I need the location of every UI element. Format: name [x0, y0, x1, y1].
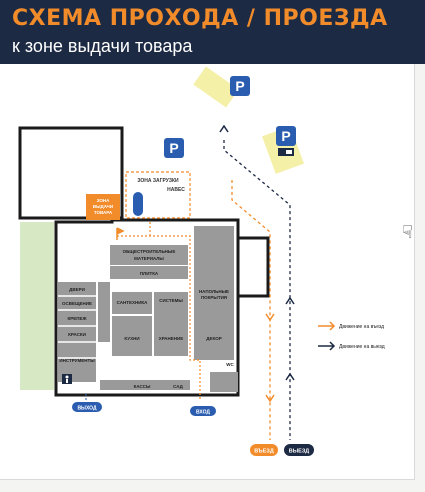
road-navy-arrow2 [285, 372, 295, 381]
loading-zone [125, 171, 191, 219]
label-paint: КРАСКИ [68, 332, 86, 337]
label-decor: ДЕКОР [206, 336, 221, 341]
road-orange [231, 180, 271, 440]
dept-block-left-col [58, 282, 96, 382]
exit-road-pill [284, 444, 314, 456]
walk-path [117, 220, 201, 400]
label-lighting: ОСВЕЩЕНИЕ [62, 301, 92, 306]
flag-icon [116, 227, 125, 240]
label-storage-small: ХРАНЕНИЕ [159, 336, 184, 341]
dept-block-narrow2 [104, 282, 110, 342]
building-annex [238, 236, 270, 298]
page-title: СХЕМА ПРОХОДА / ПРОЕЗДА [12, 6, 388, 31]
entrance-pill-label: ВХОД [196, 410, 210, 416]
label-wc: WC [226, 362, 234, 367]
entrance-pill [190, 406, 216, 416]
parking-icon: P [276, 126, 296, 146]
canopy-label: НАВЕС [167, 187, 185, 193]
label-kitchens: КУХНИ [124, 336, 139, 341]
dept-block-storage [154, 292, 188, 356]
road-navy-arrow1 [285, 296, 295, 305]
dept-block-kitchens [112, 316, 152, 356]
svg-text:P: P [281, 128, 290, 144]
legend-navy-label: Движение на выезд [339, 344, 385, 350]
label-plumbing: САНТЕХНИКА [117, 300, 149, 305]
truck-icon [278, 148, 294, 156]
dept-block-decor [194, 300, 234, 360]
label-general-2: МАТЕРИАЛЫ [134, 256, 164, 261]
label-tiles: ПЛИТКА [140, 271, 159, 276]
side-entrance-pill [133, 192, 143, 216]
header-banner: СХЕМА ПРОХОДА / ПРОЕЗДА к зоне выдачи то… [0, 0, 425, 64]
person-icon [62, 374, 72, 384]
parking-icon: P [164, 138, 184, 158]
page-subtitle: к зоне выдачи товара [12, 36, 193, 56]
pickup-zone [86, 194, 120, 220]
dept-block-tiles [110, 266, 188, 279]
dept-block-checkout [100, 380, 190, 390]
dept-block-narrow1 [98, 282, 104, 342]
pickup-zone-label-3: ТОВАРА [94, 210, 113, 215]
label-hardware: КРЕПЕЖ [67, 316, 87, 321]
svg-text:P: P [235, 78, 244, 94]
cursor-icon: ☟ [402, 222, 413, 242]
exit-pill-left [72, 402, 102, 412]
lot-outline [18, 126, 124, 220]
entry-road-label: ВЪЕЗД [254, 449, 274, 455]
label-checkouts: КАССЫ [134, 384, 151, 389]
road-orange-arrow2 [265, 394, 275, 403]
label-floor-2: ПОКРЫТИЯ [201, 295, 227, 300]
label-tools: ИНСТРУМЕНТЫ [59, 358, 95, 363]
label-doors: ДВЕРИ [69, 287, 85, 292]
road-orange-arrow1 [265, 313, 275, 322]
parking-icon: P [230, 76, 250, 96]
loading-zone-label: ЗОНА ЗАГРУЗКИ [137, 178, 179, 184]
legend-orange-label: Движение на въезд [339, 324, 384, 330]
pickup-zone-label-2: ВЫДАЧИ [93, 204, 113, 209]
label-storage: СИСТЕМЫ [159, 298, 183, 303]
label-general-1: ОБЩЕСТРОИТЕЛЬНЫЕ [123, 249, 176, 254]
label-garden: САД [173, 384, 184, 389]
label-floor-1: НАПОЛЬНЫЕ [199, 289, 229, 294]
dept-block-garden [210, 372, 238, 392]
entry-road-pill [250, 444, 278, 456]
pickup-zone-label-1: ЗОНА [97, 198, 111, 203]
dept-block-plumbing [112, 292, 152, 314]
legend: Движение на въезд Движение на выезд [318, 321, 385, 351]
exit-pill-left-label: ВЫХОД [77, 406, 97, 412]
svg-text:P: P [169, 140, 178, 156]
green-area [20, 222, 54, 390]
exit-road-label: ВЫЕЗД [289, 449, 309, 455]
dept-block-general [110, 245, 188, 265]
road-navy-arrow-top [219, 124, 229, 133]
